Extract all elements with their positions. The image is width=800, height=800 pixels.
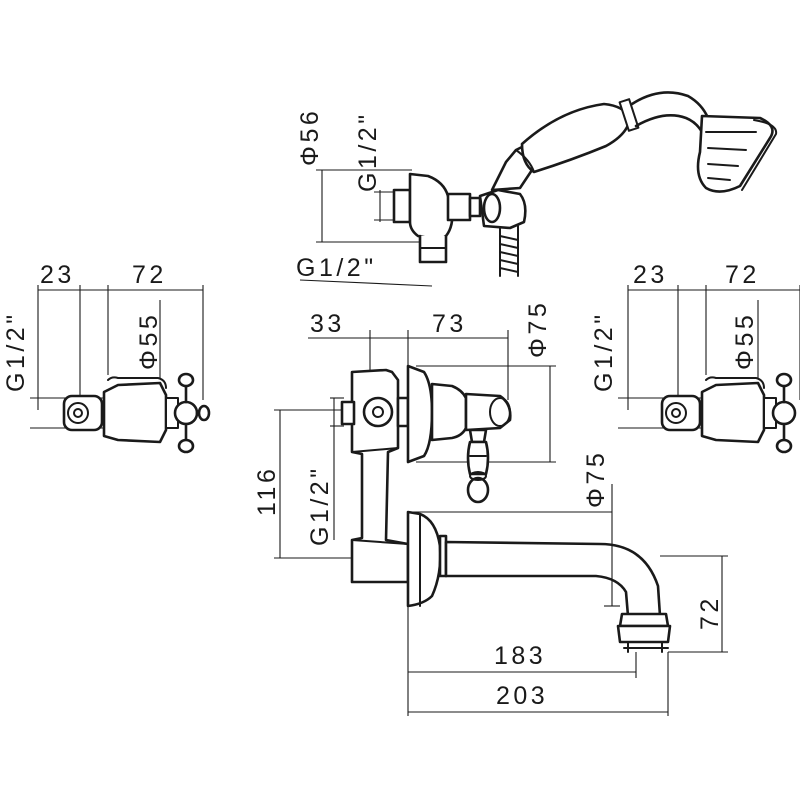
shower-dim-dia56: Φ56 <box>296 108 324 166</box>
right-wall-valve: 23 72 Φ55 G1/2" <box>590 261 800 454</box>
shower-dim-thread-v: G1/2" <box>354 111 382 192</box>
mixer-dim-33: 33 <box>310 310 345 338</box>
left-dim-72: 72 <box>132 261 167 289</box>
left-wall-valve: 23 72 Φ55 G1/2" <box>2 261 211 454</box>
shower-dim-thread-h: G1/2" <box>296 254 377 282</box>
left-dim-thread: G1/2" <box>2 311 30 392</box>
spout-dim-203: 203 <box>496 682 548 710</box>
central-mixer: 33 73 Φ75 Φ75 116 G1/2" 72 183 203 <box>253 300 728 716</box>
mixer-dim-dia75-bottom: Φ75 <box>582 450 610 508</box>
spout-dim-72: 72 <box>696 595 724 630</box>
right-dim-dia55: Φ55 <box>731 312 759 370</box>
mixer-dim-116: 116 <box>253 466 281 516</box>
left-dim-23: 23 <box>40 261 75 289</box>
right-dim-23: 23 <box>633 261 668 289</box>
hand-shower: Φ56 G1/2" G1/2" <box>296 91 778 287</box>
mixer-dim-73: 73 <box>432 310 467 338</box>
left-dim-dia55: Φ55 <box>135 312 163 370</box>
right-dim-thread: G1/2" <box>590 311 618 392</box>
mixer-dim-dia75-top: Φ75 <box>524 300 552 358</box>
spout-dim-183: 183 <box>494 642 546 670</box>
mixer-dim-thread: G1/2" <box>306 465 334 546</box>
right-dim-72: 72 <box>725 261 760 289</box>
